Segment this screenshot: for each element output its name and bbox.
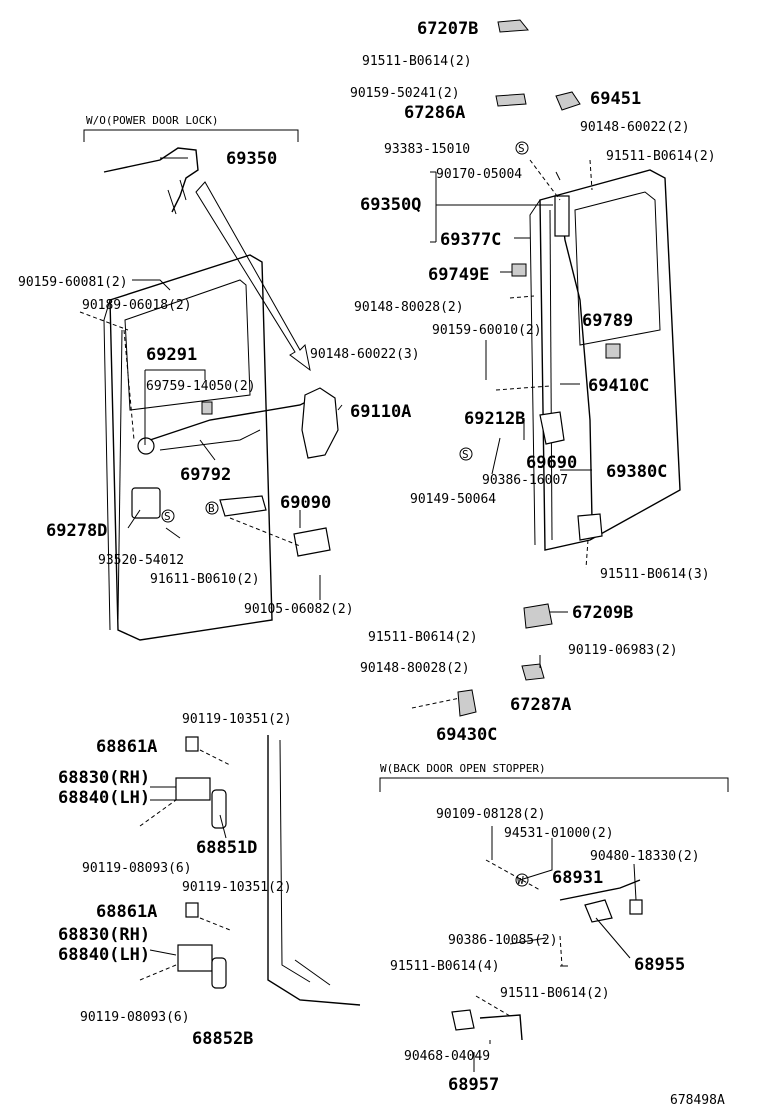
part-label: 68830(RH) (58, 768, 150, 788)
part-label: 90170-05004 (436, 167, 522, 182)
left-door-panel (103, 254, 273, 641)
note-with-stopper: W(BACK DOOR OPEN STOPPER) (379, 762, 729, 792)
assembly-arrow (195, 181, 311, 372)
outer-handle-69090-sketch (219, 495, 331, 557)
part-label: 90189-06018(2) (82, 298, 192, 313)
symbol-text: S (164, 510, 171, 523)
part-label: 91511-B0614(2) (362, 54, 472, 69)
part-label: 90386-10085(2) (448, 933, 558, 948)
part-label: 90149-50064 (410, 492, 496, 507)
part-label: 69380C (606, 462, 667, 482)
part-label: 91511-B0614(2) (500, 986, 610, 1001)
part-label: 90159-50241(2) (350, 86, 460, 101)
part-label: 68861A (96, 737, 157, 757)
symbol-text: S (518, 142, 525, 155)
part-label: 69278D (46, 521, 107, 541)
part-labels: 67207B 91511-B0614(2) 90159-50241(2) 672… (18, 19, 716, 1095)
part-label: 90480-18330(2) (590, 849, 700, 864)
part-label: 90148-60022(2) (580, 120, 690, 135)
part-label: 68840(LH) (58, 945, 150, 965)
part-label: 90119-08093(6) (82, 861, 192, 876)
part-label: 69291 (146, 345, 197, 365)
diagram-id: 678498A (670, 1093, 725, 1108)
stopper-sketch (451, 879, 643, 1041)
part-label: 67287A (510, 695, 571, 715)
part-label: 67207B (417, 19, 478, 39)
part-label: 90159-60010(2) (432, 323, 542, 338)
inner-handle-linkage (137, 394, 321, 455)
part-label: 94531-01000(2) (504, 826, 614, 841)
part-label: 90148-80028(2) (360, 661, 470, 676)
part-label: 91511-B0614(3) (600, 567, 710, 582)
part-label: 68840(LH) (58, 788, 150, 808)
part-label: 90386-16007 (482, 473, 568, 488)
part-label: 90119-06983(2) (568, 643, 678, 658)
part-label: 69789 (582, 311, 633, 331)
part-label: 68957 (448, 1075, 499, 1095)
part-label: 69759-14050(2) (146, 379, 256, 394)
right-door-panel (529, 169, 681, 551)
symbol-b-1: B (205, 501, 219, 515)
handle-69278d-sketch (131, 487, 161, 519)
part-label: 69451 (590, 89, 641, 109)
dashed-lines (79, 159, 593, 1017)
part-label: 69690 (526, 453, 577, 473)
lock-69110a-sketch (301, 387, 339, 459)
part-label: 69350 (226, 149, 277, 169)
side-rail-panel (267, 735, 361, 1006)
part-label: 90119-10351(2) (182, 880, 292, 895)
part-label: 90148-60022(3) (310, 347, 420, 362)
part-label: 68851D (196, 838, 257, 858)
note-text: W(BACK DOOR OPEN STOPPER) (380, 762, 546, 775)
hinge-lower-sketch (177, 902, 227, 989)
part-label: 90468-04049 (404, 1049, 490, 1064)
part-label: 68830(RH) (58, 925, 150, 945)
part-label: 91511-B0614(4) (390, 959, 500, 974)
symbol-s-2: S (459, 447, 473, 461)
part-label: 90119-08093(6) (80, 1010, 190, 1025)
note-text: W/O(POWER DOOR LOCK) (86, 114, 218, 127)
misc-small-parts (201, 19, 621, 717)
symbol-s-1: S (515, 141, 529, 155)
part-label: 91511-B0614(2) (606, 149, 716, 164)
part-label: 67209B (572, 603, 633, 623)
leader-lines (127, 157, 637, 1072)
part-label: 90148-80028(2) (354, 300, 464, 315)
part-label: 68852B (192, 1029, 253, 1049)
part-label: 93520-54012 (98, 553, 184, 568)
symbol-text: S (462, 448, 469, 461)
part-label: 90159-60081(2) (18, 275, 128, 290)
symbol-text: B (208, 502, 215, 515)
part-label: 69430C (436, 725, 497, 745)
part-label: 69212B (464, 409, 525, 429)
symbol-w-1: W (515, 873, 529, 887)
part-label: 69350Q (360, 195, 421, 215)
part-label: 90119-10351(2) (182, 712, 292, 727)
symbol-s-3: S (161, 509, 175, 523)
part-label: 67286A (404, 103, 465, 123)
part-label: 69090 (280, 493, 331, 513)
back-lock-cable-sketch (539, 195, 603, 541)
part-label: 69749E (428, 265, 489, 285)
part-label: 68861A (96, 902, 157, 922)
part-label: 93383-15010 (384, 142, 470, 157)
part-label: 90105-06082(2) (244, 602, 354, 617)
part-label: 69110A (350, 402, 411, 422)
note-without-power-lock: W/O(POWER DOOR LOCK) (83, 114, 299, 142)
part-label: 69410C (588, 376, 649, 396)
part-label: 68931 (552, 868, 603, 888)
part-label: 69792 (180, 465, 231, 485)
part-label: 90109-08128(2) (436, 807, 546, 822)
part-label: 68955 (634, 955, 685, 975)
part-label: 69377C (440, 230, 501, 250)
part-label: 91611-B0610(2) (150, 572, 260, 587)
hinge-upper-sketch (175, 736, 227, 829)
symbol-text: W (517, 874, 524, 887)
part-label: 91511-B0614(2) (368, 630, 478, 645)
